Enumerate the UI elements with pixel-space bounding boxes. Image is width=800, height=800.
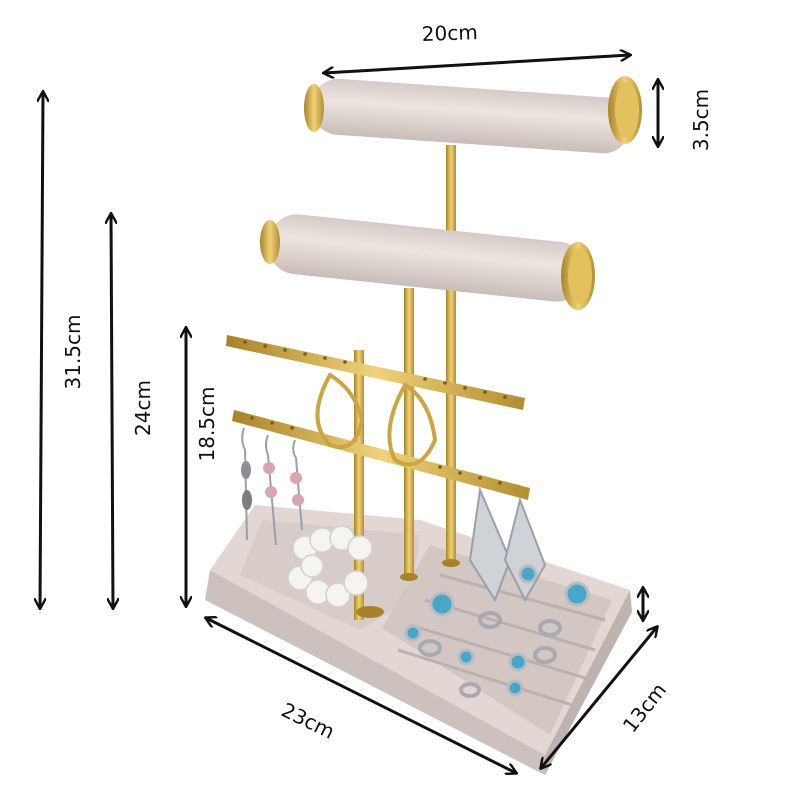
- arrow-tray-width: [541, 627, 657, 768]
- teardrop-earrings: [315, 372, 438, 467]
- top-velvet-bar: [304, 76, 642, 154]
- label-total-height: 31.5cm: [61, 314, 85, 389]
- dimension-arrows: [40, 55, 658, 773]
- middle-velvet-bar: [260, 214, 595, 310]
- arrow-top-bar-length: [324, 55, 630, 73]
- tall-pole: [446, 145, 456, 565]
- arrow-total-height: [40, 92, 43, 608]
- label-earring-bar-height: 18.5cm: [195, 386, 219, 461]
- short-pole: [354, 350, 364, 620]
- label-bar-diameter: 3.5cm: [689, 89, 713, 151]
- label-top-bar-length: 20cm: [421, 20, 478, 46]
- tray-compartment-left: [240, 520, 420, 630]
- label-tray-width: 13cm: [618, 678, 671, 737]
- arrow-tray-length: [206, 618, 516, 773]
- middle-pole: [404, 288, 414, 578]
- hanging-earrings-left: [241, 427, 303, 546]
- arrow-middle-bar-height: [111, 214, 113, 608]
- label-tray-length: 23cm: [278, 698, 339, 744]
- earring-bar-lower: [232, 410, 530, 500]
- earring-bar-upper: [226, 335, 525, 410]
- pearl-bracelet: [287, 525, 373, 608]
- gold-poles: [354, 145, 460, 620]
- label-middle-bar-height: 24cm: [131, 380, 155, 436]
- beads: [241, 461, 304, 510]
